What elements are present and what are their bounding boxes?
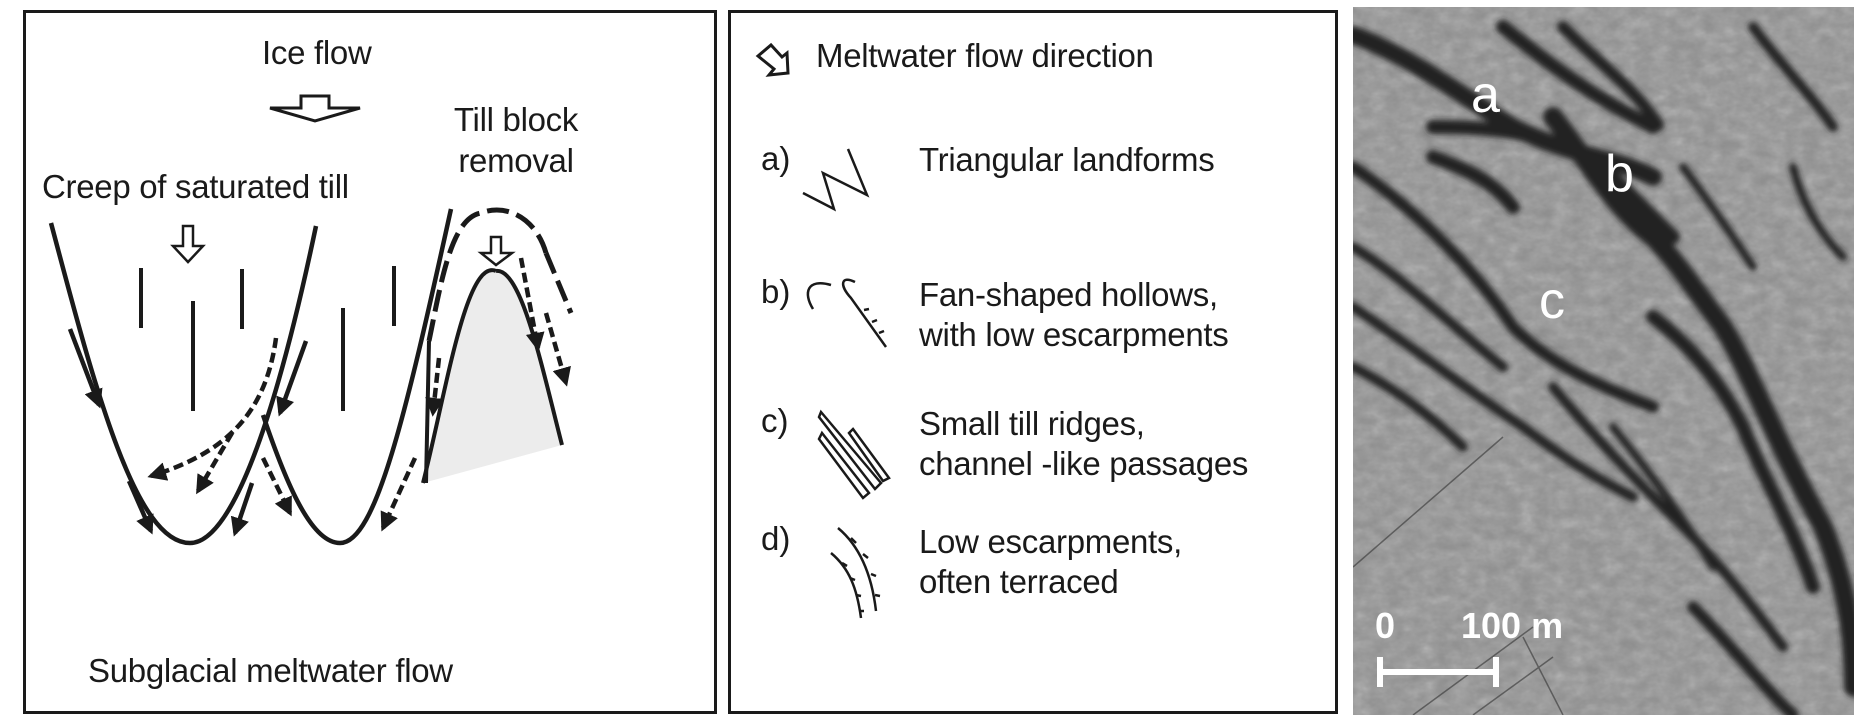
hillshade-map-panel: a b c 0 100 m	[1353, 7, 1854, 715]
ice-flow-title: Ice flow	[262, 34, 372, 71]
scale-bar	[1377, 657, 1499, 687]
scale-bar-start-label: 0	[1375, 605, 1396, 646]
legend-letter: d)	[761, 520, 791, 557]
map-label-b: b	[1605, 145, 1634, 203]
creep-label: Creep of saturated till	[42, 168, 349, 205]
channel-right	[260, 208, 454, 546]
legend-letter: b)	[761, 273, 791, 310]
till-structure-lines	[139, 266, 396, 411]
legend-text: often terraced	[919, 563, 1119, 600]
till-block-label-line2: removal	[458, 142, 574, 179]
till-block-arrow-icon	[477, 235, 516, 267]
terrain-ridges	[1353, 20, 1854, 715]
legend-text: Triangular landforms	[919, 141, 1215, 178]
legend-header-label: Meltwater flow direction	[816, 37, 1154, 74]
channel-left	[48, 222, 319, 546]
scale-bar-end-label: 100 m	[1461, 605, 1564, 646]
meltwater-arrows-solid	[67, 328, 309, 537]
legend-letter: c)	[761, 402, 789, 439]
fan-shaped-hollow-symbol	[806, 278, 888, 348]
legend-text: Low escarpments,	[919, 523, 1182, 560]
legend-text: Small till ridges,	[919, 405, 1145, 442]
hillshade-terrain	[1353, 7, 1854, 715]
process-diagram-panel: Ice flow Creep of saturated till Till bl…	[23, 10, 717, 714]
map-label-a: a	[1471, 66, 1500, 124]
legend-symbols	[755, 42, 891, 619]
ice-flow-arrow-icon	[269, 94, 361, 123]
escarpment-symbol	[830, 527, 881, 619]
creep-arrow-icon	[170, 224, 206, 264]
meltwater-flow-arrow-icon	[755, 42, 790, 77]
meltwater-arrows-dashed	[147, 257, 571, 532]
removed-till-outline	[426, 207, 549, 342]
legend-letter: a)	[761, 140, 791, 177]
legend-text: channel -like passages	[919, 445, 1249, 482]
subglacial-flow-label: Subglacial meltwater flow	[88, 652, 453, 689]
legend-panel: Meltwater flow direction a) Triangular l…	[728, 10, 1338, 714]
till-ridge-symbol	[817, 409, 891, 500]
process-diagram-graphic	[48, 94, 574, 546]
legend-text: Fan-shaped hollows,	[919, 276, 1218, 313]
legend-text: with low escarpments	[919, 316, 1229, 353]
till-block-label-line1: Till block	[453, 101, 579, 138]
till-block-shape	[423, 269, 562, 483]
triangular-landform-symbol	[802, 148, 870, 212]
map-label-c: c	[1539, 272, 1565, 330]
